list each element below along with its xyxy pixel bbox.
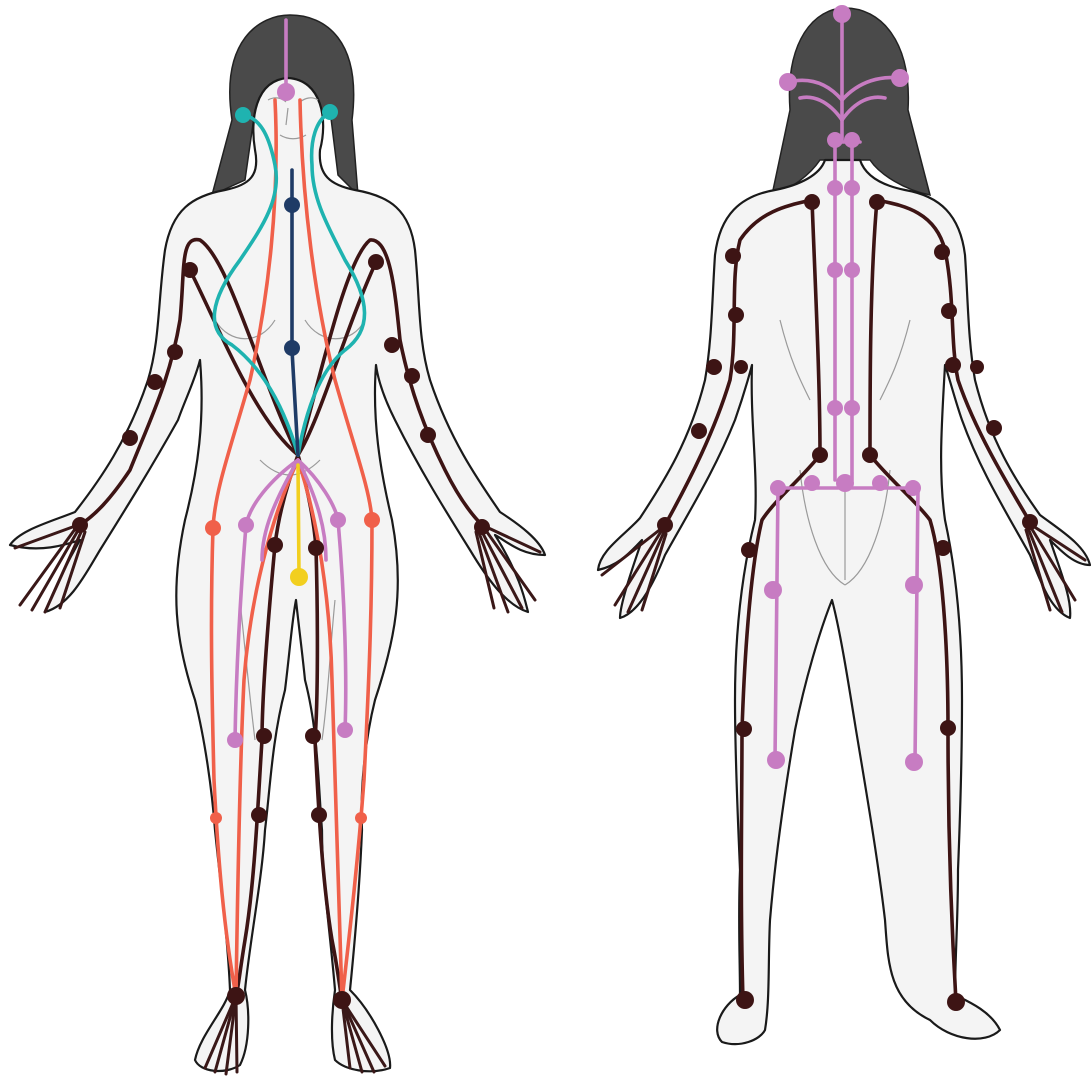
dark-brown-point-6 <box>384 337 400 353</box>
lavender-point-56 <box>891 69 909 87</box>
dark-brown-point-10 <box>267 537 283 553</box>
lavender-point-69 <box>905 480 921 496</box>
teal-point-28 <box>322 104 338 120</box>
dark-brown-point-32 <box>804 194 820 210</box>
dark-brown-point-17 <box>333 991 351 1009</box>
dark-brown-point-46 <box>812 447 828 463</box>
dark-brown-point-5 <box>368 254 384 270</box>
dark-brown-point-15 <box>311 807 327 823</box>
dark-brown-point-13 <box>305 728 321 744</box>
lavender-point-61 <box>827 262 843 278</box>
lavender-point-58 <box>844 132 860 148</box>
dark-brown-point-37 <box>734 360 748 374</box>
lavender-point-67 <box>836 474 854 492</box>
lavender-point-64 <box>844 400 860 416</box>
dark-brown-point-7 <box>404 368 420 384</box>
dark-brown-point-51 <box>940 720 956 736</box>
dark-brown-point-12 <box>256 728 272 744</box>
lavender-point-24 <box>330 512 346 528</box>
dark-brown-point-52 <box>736 991 754 1009</box>
dark-brown-point-3 <box>122 430 138 446</box>
dark-brown-point-42 <box>945 357 961 373</box>
dark-brown-point-34 <box>725 248 741 264</box>
dark-brown-point-16 <box>227 987 245 1005</box>
lavender-point-23 <box>238 517 254 533</box>
lavender-point-62 <box>844 262 860 278</box>
lavender-point-54 <box>833 5 851 23</box>
lavender-point-59 <box>827 180 843 196</box>
lavender-point-71 <box>905 576 923 594</box>
dark-brown-point-11 <box>308 540 324 556</box>
lavender-point-60 <box>844 180 860 196</box>
dark-brown-point-53 <box>947 993 965 1011</box>
lavender-point-57 <box>827 132 843 148</box>
lavender-point-63 <box>827 400 843 416</box>
dark-brown-point-0 <box>182 262 198 278</box>
dark-brown-point-43 <box>970 360 984 374</box>
lavender-point-73 <box>905 753 923 771</box>
dark-brown-point-45 <box>1022 514 1038 530</box>
dark-brown-point-36 <box>706 359 722 375</box>
coral-point-20 <box>210 812 222 824</box>
dark-brown-point-50 <box>736 721 752 737</box>
teal-point-27 <box>235 107 251 123</box>
navy-point-30 <box>284 340 300 356</box>
dark-brown-point-4 <box>72 517 88 533</box>
dark-brown-point-1 <box>167 344 183 360</box>
dark-brown-point-41 <box>941 303 957 319</box>
lavender-point-65 <box>770 480 786 496</box>
coral-point-21 <box>355 812 367 824</box>
dark-brown-point-40 <box>934 244 950 260</box>
lavender-point-72 <box>767 751 785 769</box>
dark-brown-point-14 <box>251 807 267 823</box>
lavender-point-26 <box>337 722 353 738</box>
back-body-outline <box>598 160 1090 1044</box>
dark-brown-point-38 <box>691 423 707 439</box>
lavender-point-22 <box>277 83 295 101</box>
dark-brown-point-35 <box>728 307 744 323</box>
yellow-point-31 <box>290 568 308 586</box>
coral-point-19 <box>364 512 380 528</box>
dark-brown-point-33 <box>869 194 885 210</box>
front-yellow-channel <box>298 465 299 575</box>
dark-brown-point-8 <box>420 427 436 443</box>
dark-brown-point-2 <box>147 374 163 390</box>
coral-point-18 <box>205 520 221 536</box>
lavender-point-68 <box>872 475 888 491</box>
lavender-point-66 <box>804 475 820 491</box>
dark-brown-point-39 <box>657 517 673 533</box>
lavender-point-55 <box>779 73 797 91</box>
front-body-outline <box>10 78 545 1071</box>
front-yellow-line <box>298 465 299 575</box>
dark-brown-point-47 <box>862 447 878 463</box>
dark-brown-point-49 <box>935 540 951 556</box>
dark-brown-point-48 <box>741 542 757 558</box>
lavender-point-70 <box>764 581 782 599</box>
lavender-point-25 <box>227 732 243 748</box>
dark-brown-point-44 <box>986 420 1002 436</box>
navy-point-29 <box>284 197 300 213</box>
dark-brown-point-9 <box>474 519 490 535</box>
